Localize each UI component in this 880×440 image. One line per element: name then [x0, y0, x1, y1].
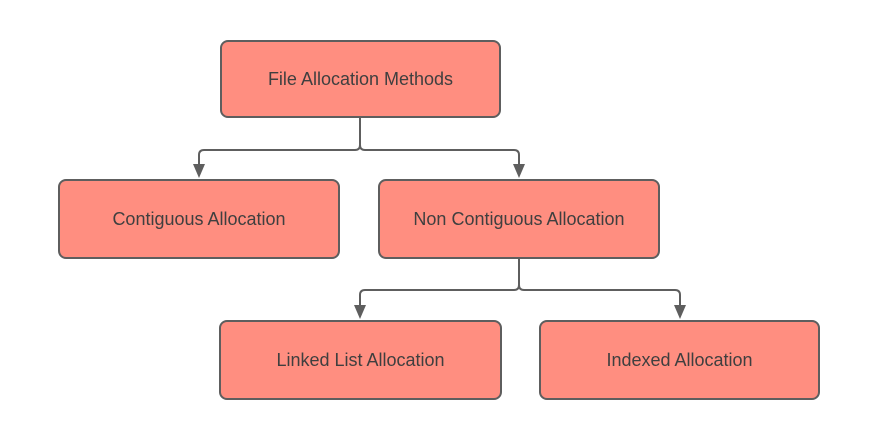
arrowhead-linked-list — [354, 305, 366, 319]
node-non-contiguous-allocation: Non Contiguous Allocation — [378, 179, 660, 259]
node-label: Indexed Allocation — [606, 349, 753, 370]
edge-root-to-non-contiguous — [359, 118, 520, 165]
node-indexed-allocation: Indexed Allocation — [539, 320, 820, 400]
node-linked-list-allocation: Linked List Allocation — [219, 320, 502, 400]
node-label: Non Contiguous Allocation — [413, 208, 625, 229]
node-label: Linked List Allocation — [276, 349, 445, 370]
node-contiguous-allocation: Contiguous Allocation — [58, 179, 340, 259]
edge-non-contiguous-to-indexed — [518, 259, 681, 306]
node-label: Contiguous Allocation — [112, 208, 286, 229]
arrowhead-non-contiguous — [513, 164, 525, 178]
arrowhead-indexed — [674, 305, 686, 319]
edge-root-to-contiguous — [198, 118, 361, 165]
node-label: File Allocation Methods — [267, 68, 454, 89]
edge-non-contiguous-to-linked-list — [359, 259, 520, 306]
node-file-allocation-methods: File Allocation Methods — [220, 40, 501, 118]
arrowhead-contiguous — [193, 164, 205, 178]
